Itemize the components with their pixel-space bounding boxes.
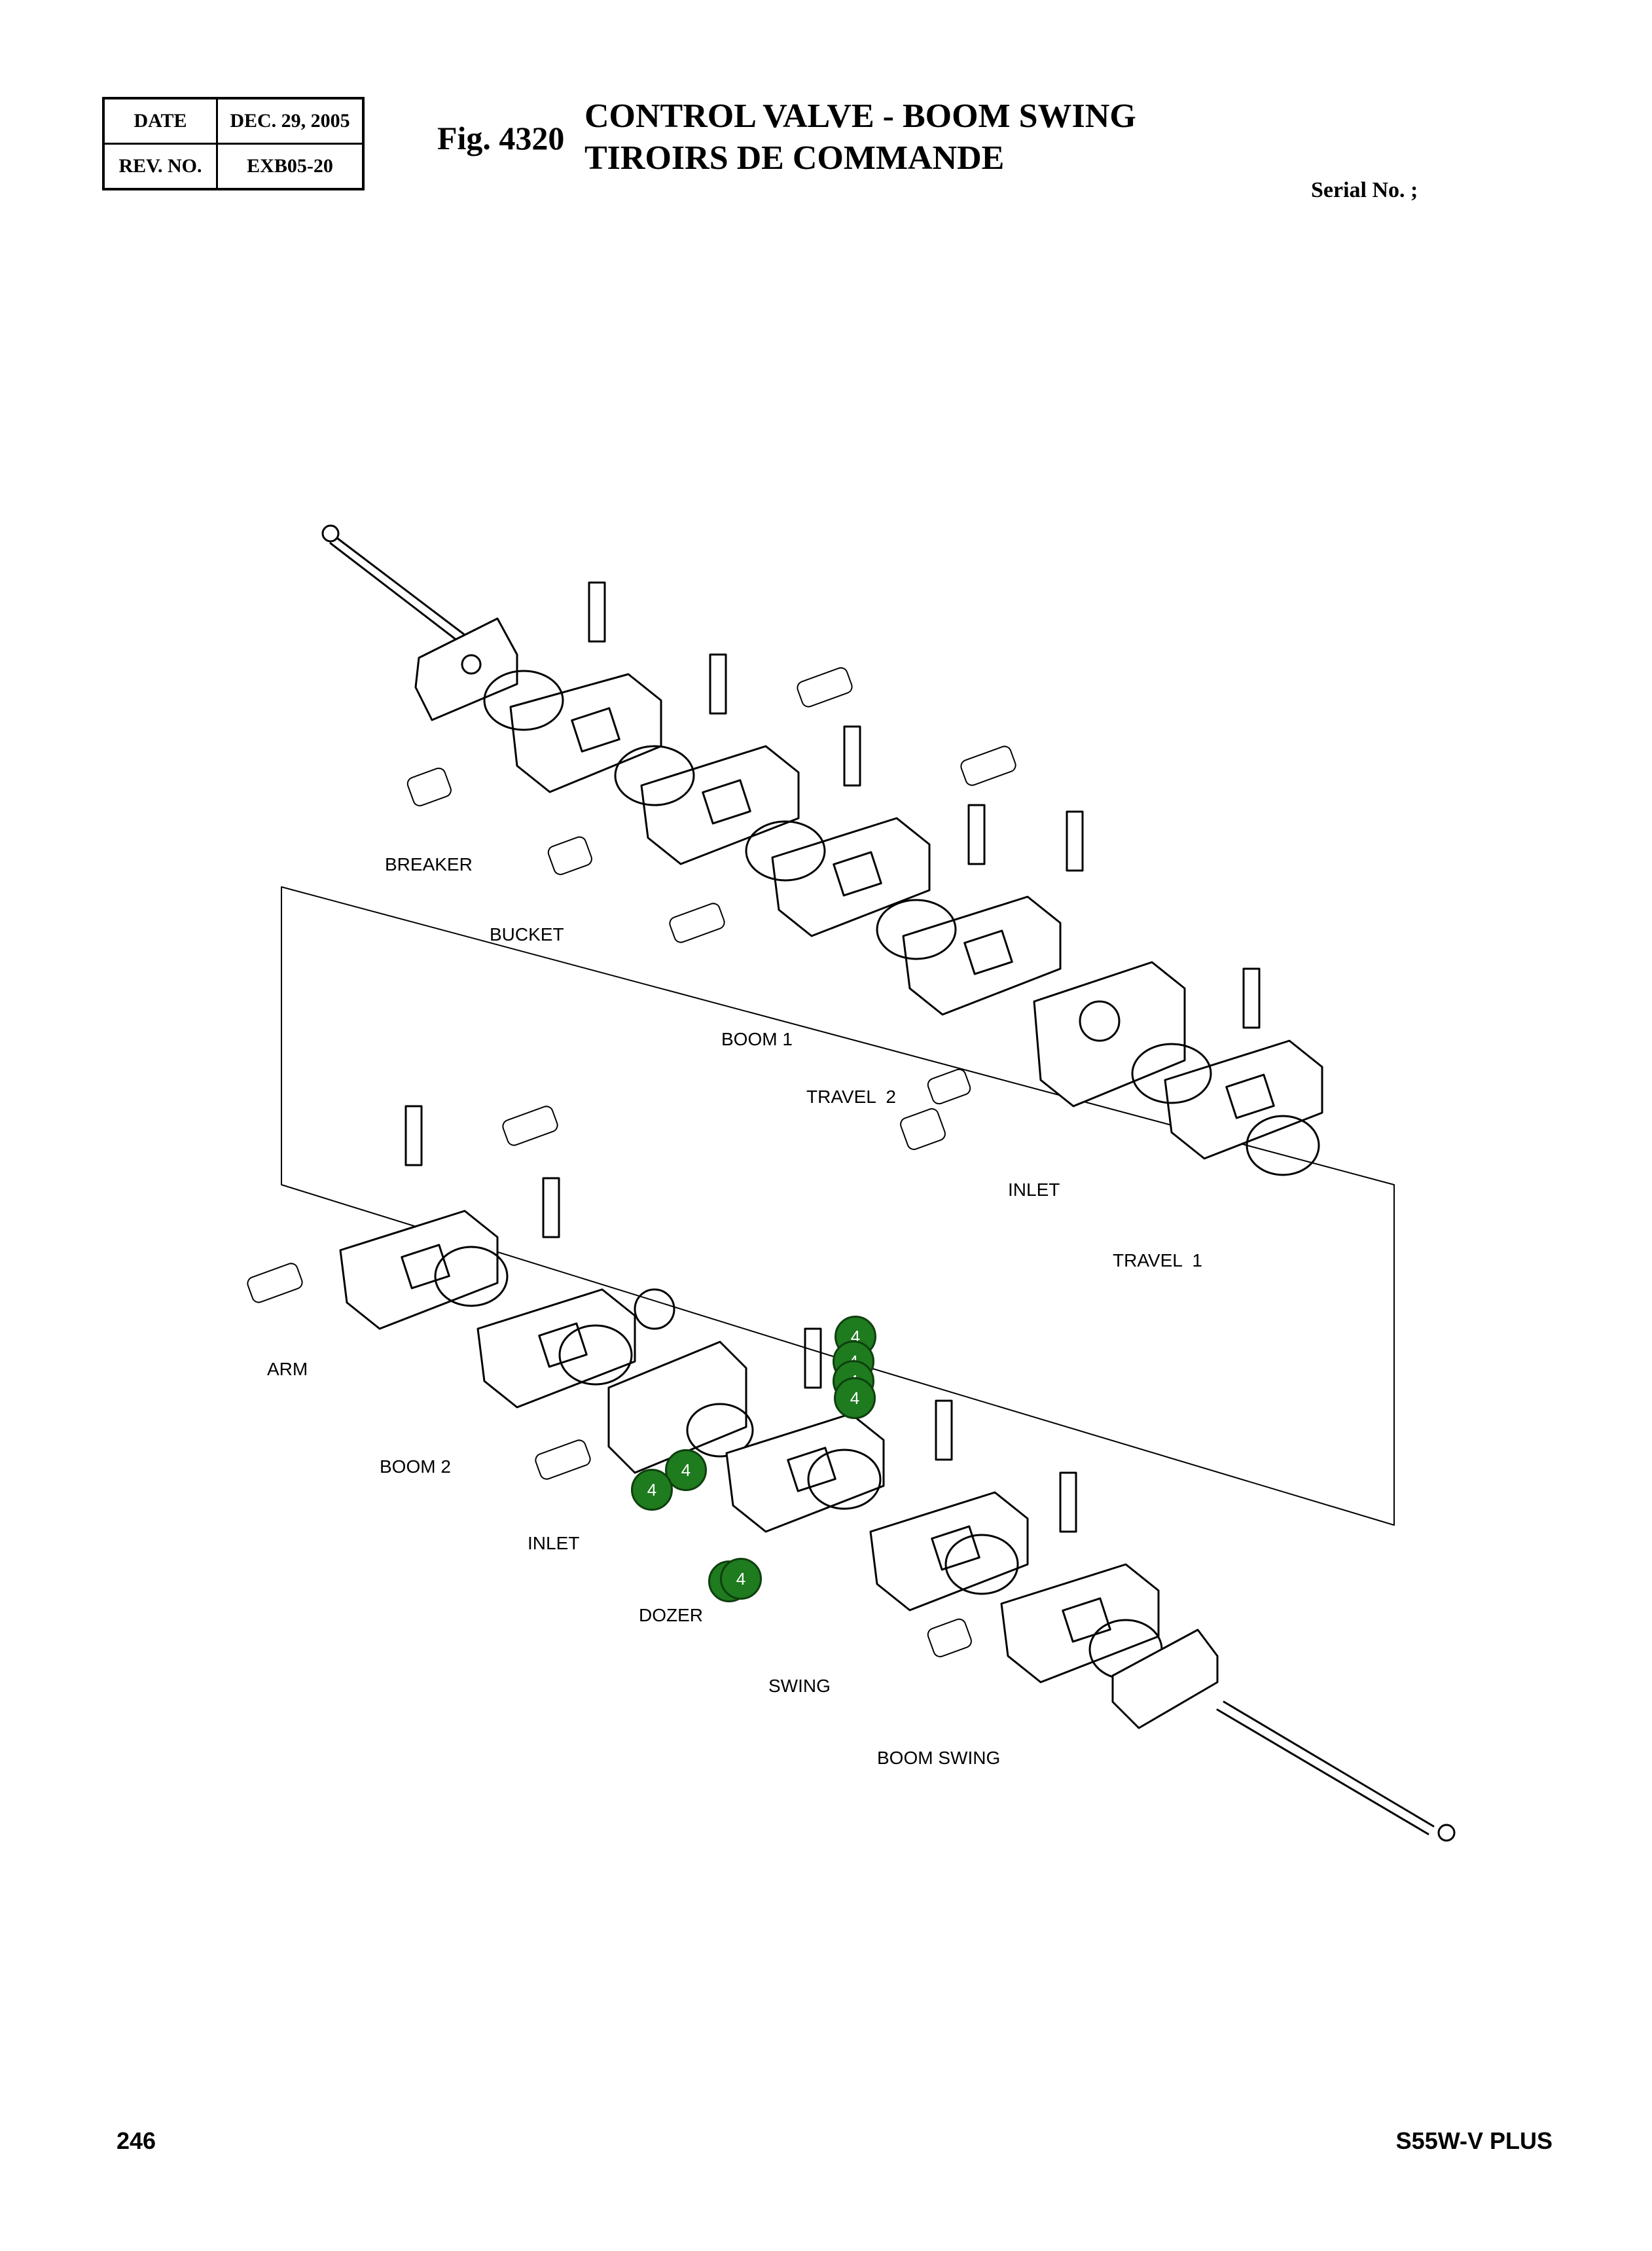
title-french: TIROIRS DE COMMANDE xyxy=(584,139,1005,177)
label-bucket: BUCKET xyxy=(490,924,564,945)
date-value: DEC. 29, 2005 xyxy=(216,97,365,145)
page-number: 246 xyxy=(117,2127,156,2154)
rev-value: EXB05-20 xyxy=(216,143,365,190)
serial-number: Serial No. ; xyxy=(1311,178,1418,202)
label-travel2: TRAVEL 2 xyxy=(806,1087,896,1107)
valve-section-boom2 xyxy=(476,1177,636,1409)
callout-marker[interactable]: 4 xyxy=(720,1558,762,1600)
model-name: S55W-V PLUS xyxy=(1395,2127,1553,2154)
label-breaker: BREAKER xyxy=(385,854,473,874)
end-plate-bottom xyxy=(1111,1629,1219,1729)
label-boom2: BOOM 2 xyxy=(380,1456,451,1477)
callout-marker[interactable]: 4 xyxy=(834,1377,876,1419)
label-inlet-top: INLET xyxy=(1008,1180,1060,1200)
valve-section-arm xyxy=(339,1105,509,1330)
valve-section-travel2 xyxy=(876,804,1062,1016)
label-arm: ARM xyxy=(267,1359,308,1379)
title-english: CONTROL VALVE - BOOM SWING xyxy=(584,98,1136,135)
date-label: DATE xyxy=(102,97,218,145)
label-travel1: TRAVEL 1 xyxy=(1113,1250,1202,1270)
rev-label: REV. NO. xyxy=(102,143,218,190)
label-dozer: DOZER xyxy=(639,1605,703,1625)
valve-section-boom-swing xyxy=(1000,1471,1163,1684)
valve-section-travel1 xyxy=(1131,967,1323,1176)
label-swing: SWING xyxy=(768,1676,831,1696)
revision-table: DATE DEC. 29, 2005 REV. NO. EXB05-20 xyxy=(102,97,365,190)
label-boom-swing: BOOM SWING xyxy=(877,1748,1001,1768)
end-plate-top xyxy=(414,617,518,721)
valve-section-boom1 xyxy=(745,725,931,937)
tie-rod-top xyxy=(321,524,479,653)
valve-section-swing xyxy=(869,1399,1029,1612)
plug-parts xyxy=(247,667,1016,1657)
valve-section-inlet-top xyxy=(1033,810,1186,1107)
tie-rod-bottom xyxy=(1216,1701,1456,1842)
valve-section-bucket xyxy=(614,653,800,865)
callout-marker[interactable]: 4 xyxy=(665,1449,707,1491)
figure-number: Fig. 4320 xyxy=(437,120,565,156)
label-boom1: BOOM 1 xyxy=(721,1029,793,1049)
callout-marker[interactable]: 4 xyxy=(631,1469,673,1511)
label-inlet-bottom: INLET xyxy=(528,1533,580,1553)
valve-section-inlet-bottom xyxy=(607,1288,754,1474)
